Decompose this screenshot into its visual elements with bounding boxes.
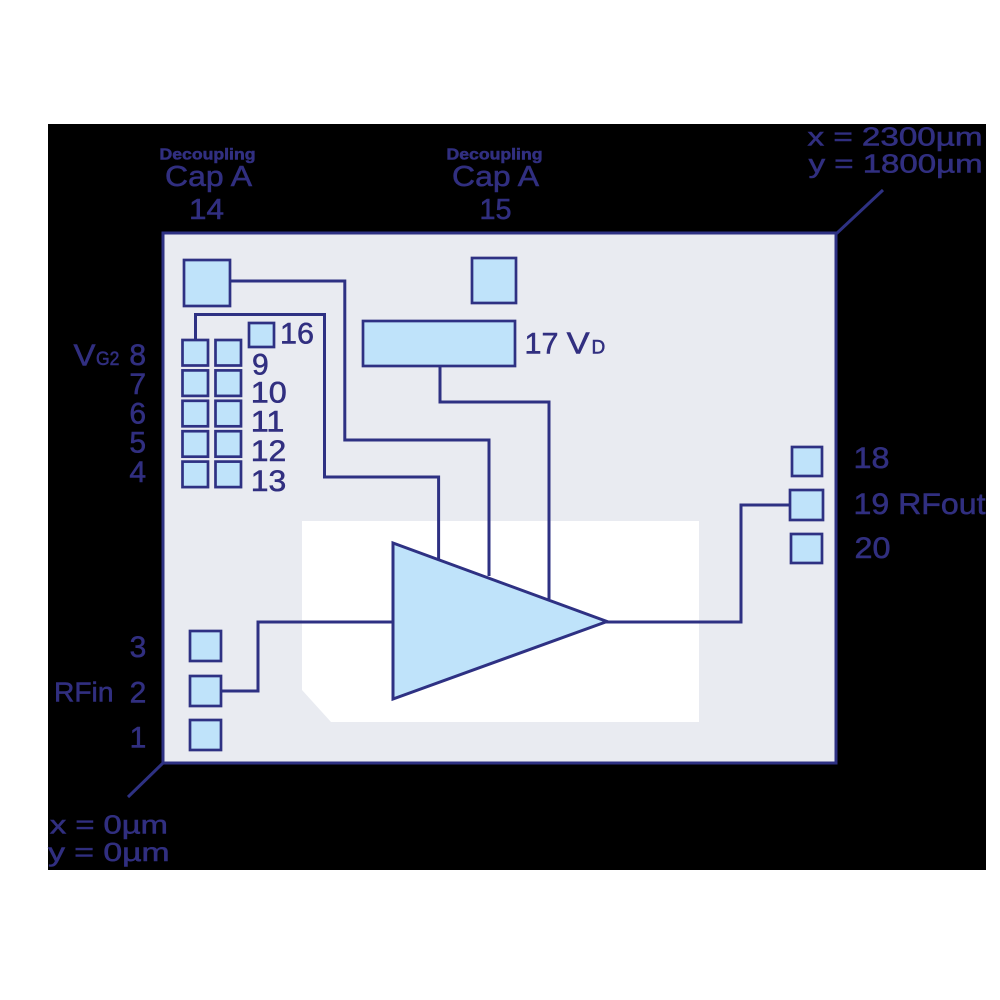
svg-text:5: 5 <box>129 426 146 459</box>
svg-text:3: 3 <box>130 631 147 664</box>
svg-text:10: 10 <box>251 377 287 410</box>
svg-text:17: 17 <box>525 327 559 360</box>
svg-text:19 RFout: 19 RFout <box>854 488 987 521</box>
svg-text:D: D <box>592 337 606 358</box>
svg-text:15: 15 <box>480 194 512 226</box>
svg-text:7: 7 <box>129 368 146 401</box>
svg-text:13: 13 <box>251 465 286 498</box>
svg-text:9: 9 <box>252 349 269 382</box>
svg-text:RFin: RFin <box>54 676 114 707</box>
svg-text:Decoupling: Decoupling <box>160 147 256 164</box>
svg-text:y = 0µm: y = 0µm <box>48 837 170 867</box>
svg-text:V: V <box>567 325 590 360</box>
svg-text:4: 4 <box>129 456 146 489</box>
svg-text:V: V <box>74 338 96 373</box>
svg-text:x = 0µm: x = 0µm <box>50 810 168 840</box>
svg-text:G2: G2 <box>96 349 119 370</box>
svg-text:x = 2300µm: x = 2300µm <box>808 122 983 152</box>
svg-text:Decoupling: Decoupling <box>447 147 543 164</box>
svg-text:20: 20 <box>855 532 891 565</box>
svg-text:Cap A: Cap A <box>165 161 253 193</box>
svg-text:18: 18 <box>854 442 890 475</box>
svg-text:8: 8 <box>129 339 146 372</box>
svg-text:1: 1 <box>130 721 147 754</box>
svg-text:11: 11 <box>251 406 284 439</box>
svg-text:14: 14 <box>189 194 224 226</box>
svg-text:y = 1800µm: y = 1800µm <box>809 149 983 179</box>
svg-text:16: 16 <box>280 318 314 351</box>
svg-text:12: 12 <box>251 435 286 468</box>
svg-text:2: 2 <box>130 676 147 709</box>
svg-text:Cap A: Cap A <box>452 161 540 193</box>
svg-text:6: 6 <box>129 398 146 431</box>
